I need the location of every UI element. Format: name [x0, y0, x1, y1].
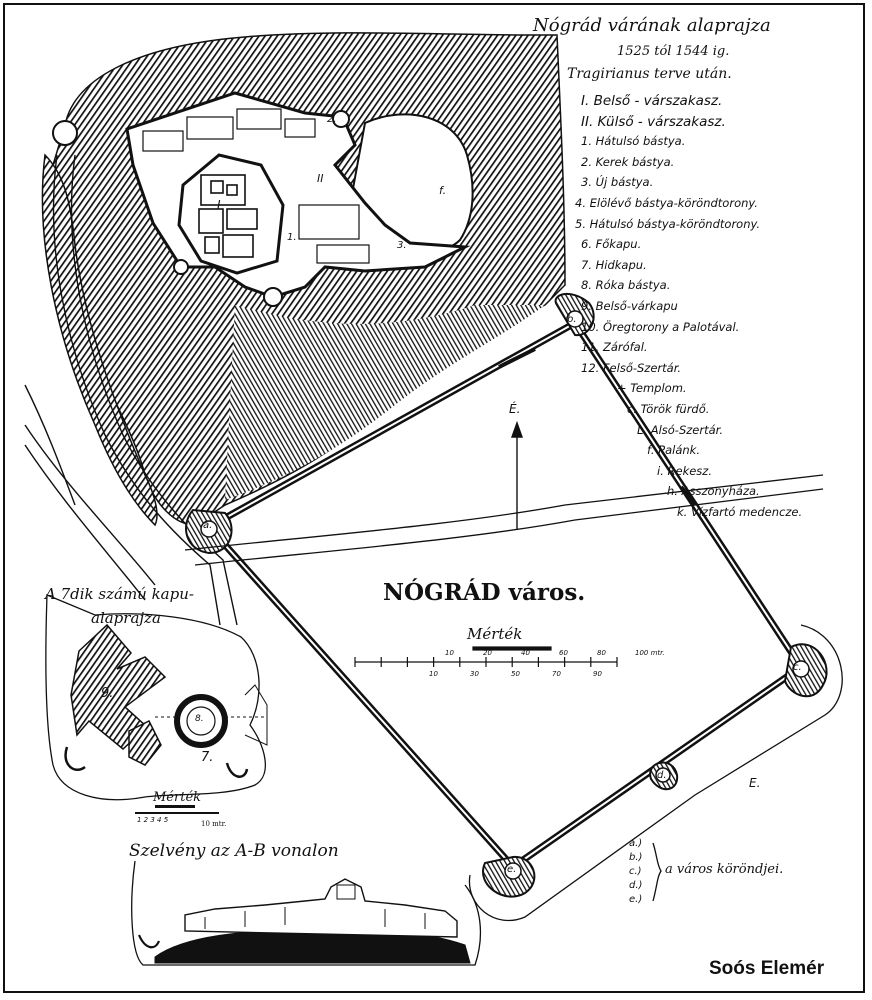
corner-key: c.): [629, 866, 642, 877]
gate-plan: [45, 594, 268, 801]
legend-item: k. Vízfartó medencze.: [677, 505, 803, 519]
city-title: NÓGRÁD város.: [383, 579, 586, 606]
legend-item: f. Palánk.: [647, 443, 700, 458]
map-dates: 1525 tól 1544 ig.: [617, 44, 730, 59]
road-bottom-left-2: [24, 444, 146, 601]
legend-item: i. Rekesz.: [657, 463, 712, 478]
gate-label-9: 9.: [101, 686, 114, 701]
castle-bastions: [52, 110, 350, 307]
corner-key: b.): [629, 852, 643, 863]
scale-top-tick-label: 20: [483, 649, 492, 657]
label-inner-I: I: [217, 198, 221, 212]
corner-marker-b: b.: [567, 314, 577, 325]
gate-marks: [498, 347, 697, 507]
map-frame: Nógrád várának alaprajza 1525 tól 1544 i…: [3, 3, 865, 993]
gate-scale-unit: 10 mtr.: [201, 820, 227, 828]
legend-item: h. Asszonyháza.: [667, 484, 760, 499]
corner-key: e.): [629, 894, 643, 905]
north-arrow: [511, 420, 523, 530]
label-outer-II: II: [317, 172, 324, 185]
legend-item: L. Alsó-Szertár.: [637, 422, 723, 437]
outer-courtyard-cells: [142, 108, 370, 264]
section-profile: [131, 860, 482, 966]
main-scale-bar: [354, 646, 618, 667]
road-left-1: [52, 154, 221, 626]
hill-hatching-lower: [225, 305, 545, 500]
corners-label: a város köröndjei.: [665, 862, 784, 877]
corner-key: a.): [629, 838, 643, 849]
author-credit: Soós Elemér: [709, 958, 825, 979]
scale-top-tick-label: 40: [521, 649, 530, 657]
corner-marker-d: d.: [657, 770, 667, 781]
map-basis: Tragirianus terve után.: [567, 66, 732, 82]
legend-item: 2. Kerek bástya.: [581, 154, 675, 169]
legend-item: II. Külső - várszakasz.: [581, 113, 726, 130]
scale-top-tick-label: 60: [559, 649, 568, 657]
legend-item: c. Török fürdő.: [627, 402, 710, 416]
legend-item: 3. Új bástya.: [581, 175, 654, 190]
scale-label: Mérték: [467, 625, 523, 643]
corners-bracket: [652, 842, 662, 902]
scale-top-tick-label: 10: [445, 649, 454, 657]
label-f: f.: [439, 184, 447, 197]
road-across-town: [184, 474, 824, 551]
scale-bottom-tick-label: 30: [470, 670, 479, 678]
section-title: Szelvény az A-B vonalon: [129, 841, 339, 861]
scale-top-tick-label: 80: [597, 649, 606, 657]
scale-bottom-tick-label: 70: [552, 670, 561, 678]
gate-plan-title-1: A 7dik számú kapu-: [45, 585, 194, 603]
gate-scale-label: Mérték: [153, 790, 202, 805]
legend-item: 9. Belső-várkapu: [581, 299, 678, 313]
legend-item: 6. Főkapu.: [581, 237, 642, 252]
legend-item: 4. Elölévő bástya-köröndtorony.: [575, 196, 758, 210]
scale-bottom-tick-label: 90: [593, 670, 602, 678]
corner-marker-c: c.: [793, 662, 802, 673]
north-label: É.: [509, 402, 521, 416]
corner-marker-a: a.: [203, 520, 213, 531]
town-corner-tower-cores: [200, 310, 810, 880]
gate-label-7: 7.: [201, 750, 214, 765]
gate-label-8: 8.: [195, 714, 204, 724]
legend-item: 5. Hátulsó bástya-köröndtorony.: [575, 216, 761, 231]
road-across-town-2: [194, 488, 824, 566]
label-E: E.: [749, 776, 761, 790]
fortress-map: [24, 32, 843, 966]
legend-item: I. Belső - várszakasz.: [581, 93, 723, 109]
outer-ditch-right: [468, 624, 843, 922]
gate-scale-ticks: 1 2 3 4 5: [137, 816, 169, 824]
legend-item: 8. Róka bástya.: [581, 278, 671, 293]
scale-top-tick-label: 100 mtr.: [635, 649, 665, 657]
label-3: 3.: [397, 240, 407, 251]
gate-plan-title-2: alaprajza: [91, 609, 161, 627]
corner-key: d.): [629, 880, 643, 891]
legend-item: 1. Hátulsó bástya.: [581, 134, 686, 149]
hill-left-lobe: [41, 153, 158, 527]
road-bottom-left-3: [24, 384, 76, 506]
map-title: Nógrád várának alaprajza: [533, 15, 771, 36]
scale-bottom-tick-label: 50: [511, 670, 520, 678]
gate-scale-bar: [135, 805, 219, 814]
label-2: 2.: [327, 114, 337, 125]
legend-item: 11. Zárófal.: [581, 340, 648, 355]
label-1: 1.: [287, 232, 297, 243]
legend-item: 10. Öregtorony a Palotával.: [581, 319, 740, 334]
corner-marker-e: e.: [507, 864, 517, 875]
scale-bottom-tick-label: 10: [429, 670, 438, 678]
legend-item: + Templom.: [617, 381, 687, 396]
legend-item: 12. Felső-Szertár.: [581, 360, 682, 375]
inner-castle-buildings: [198, 174, 258, 258]
road-bottom-left: [24, 424, 156, 586]
legend-item: 7. Hidkapu.: [581, 257, 647, 272]
